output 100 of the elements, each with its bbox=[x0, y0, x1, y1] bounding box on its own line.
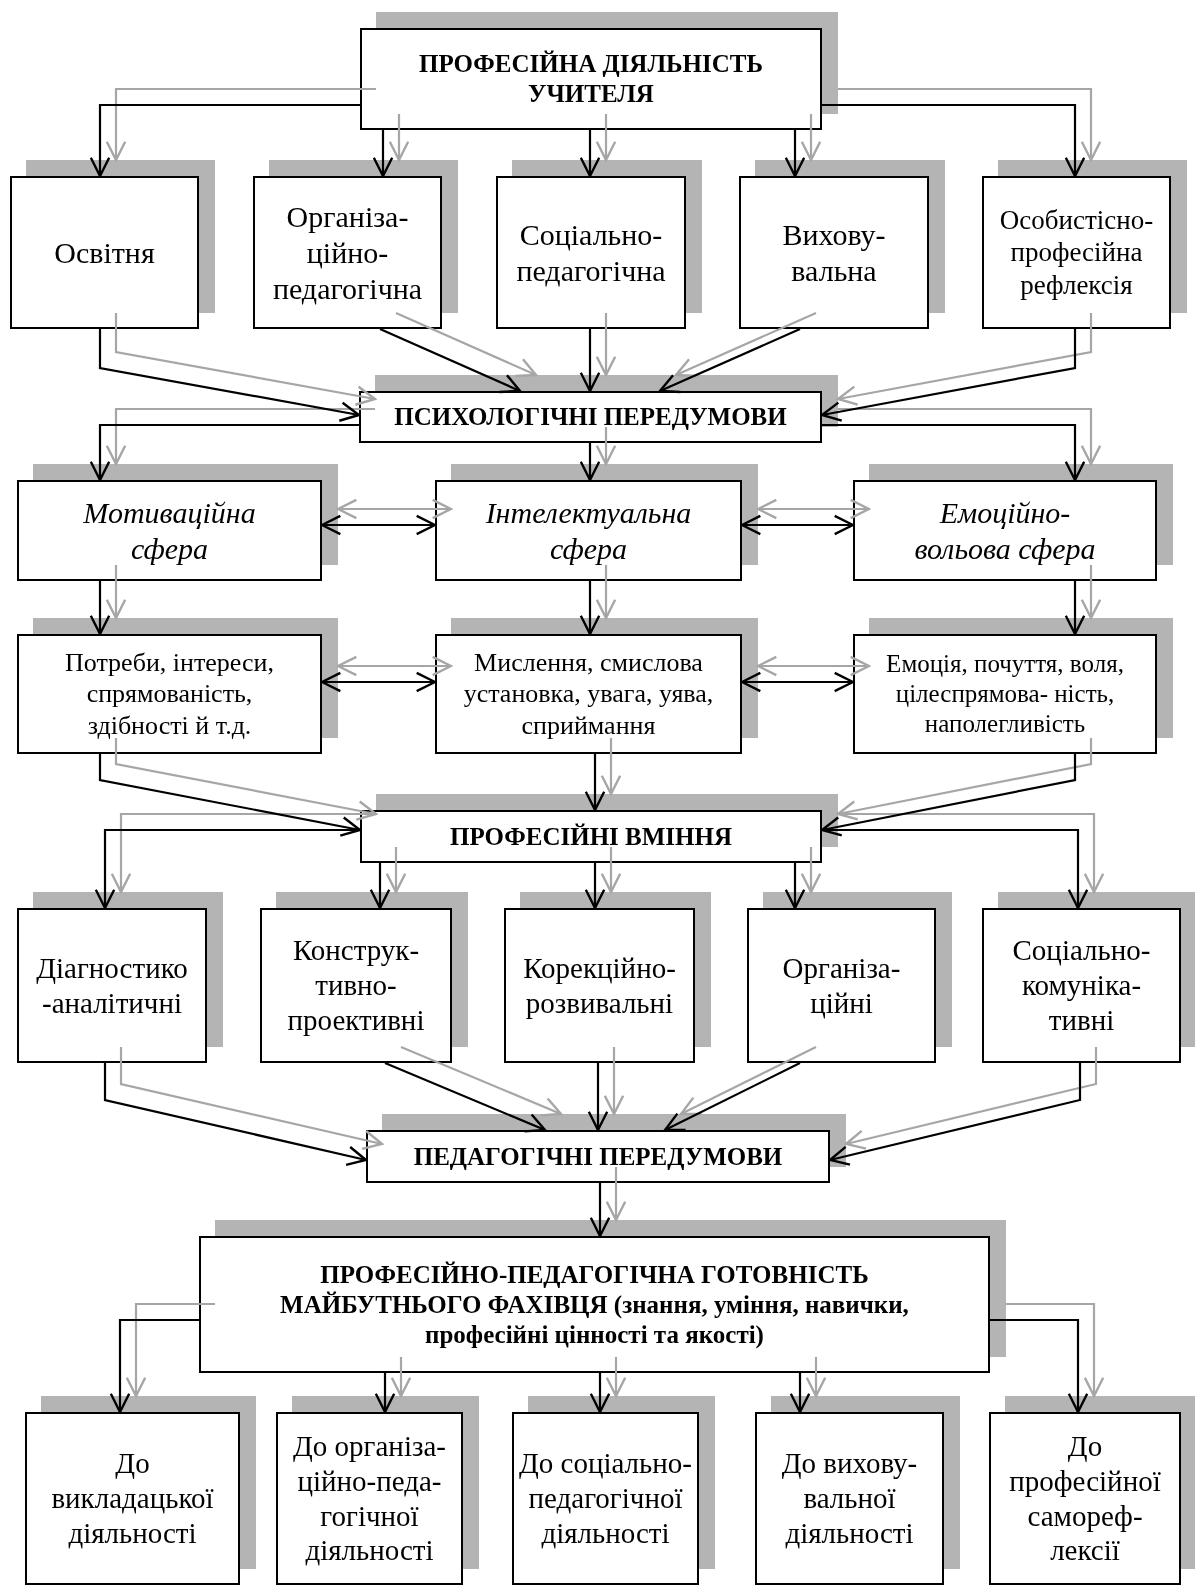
process-box bbox=[260, 908, 452, 1063]
process-box bbox=[739, 176, 929, 329]
arrow bbox=[820, 754, 1077, 837]
arrow bbox=[740, 514, 855, 536]
box-label: Соціально- комуніка- тивні bbox=[1011, 933, 1152, 1038]
box-label: ПРОФЕСІЙНА ДІЯЛЬНІСТЬ УЧИТЕЛЯ bbox=[418, 49, 764, 109]
process-box bbox=[360, 810, 822, 863]
arrow bbox=[784, 863, 806, 910]
arrow bbox=[103, 1063, 368, 1166]
arrow bbox=[595, 427, 617, 466]
arrow bbox=[579, 130, 601, 178]
box-label: Мислення, смислова установка, увага, уява, сприймання bbox=[462, 647, 715, 741]
arrow bbox=[98, 329, 361, 422]
process-box bbox=[435, 480, 742, 581]
arrow bbox=[820, 329, 1077, 422]
box-label: Конструк- тивно- проективні bbox=[286, 933, 426, 1038]
arrow bbox=[805, 1357, 827, 1398]
arrow bbox=[822, 423, 1086, 482]
arrow bbox=[89, 103, 360, 178]
arrow bbox=[105, 87, 376, 162]
arrow bbox=[595, 313, 617, 377]
arrow bbox=[109, 1318, 199, 1414]
box-label: Емоція, почуття, воля, цілеспрямова- ність, наполегливість bbox=[885, 649, 1125, 739]
arrow bbox=[1080, 565, 1102, 620]
box-label: Організа- ційні bbox=[781, 950, 902, 1021]
arrow bbox=[579, 329, 601, 393]
arrow bbox=[838, 87, 1102, 162]
arrow bbox=[388, 114, 410, 162]
box-label: Мотиваційна сфера bbox=[82, 494, 257, 567]
arrow bbox=[579, 443, 601, 482]
arrow bbox=[605, 1167, 627, 1222]
box-label: До соціально- педагогічної діяльності bbox=[518, 1446, 693, 1551]
arrow bbox=[584, 863, 606, 910]
process-box bbox=[17, 480, 322, 581]
arrow bbox=[740, 671, 855, 693]
arrow bbox=[1064, 581, 1086, 636]
arrow bbox=[400, 1046, 563, 1117]
arrow bbox=[579, 581, 601, 636]
arrow bbox=[114, 313, 377, 406]
process-box bbox=[496, 176, 686, 329]
arrow bbox=[828, 1063, 1082, 1166]
process-box bbox=[276, 1412, 463, 1585]
arrow bbox=[756, 655, 871, 677]
arrow bbox=[658, 328, 801, 394]
arrow bbox=[838, 407, 1102, 466]
arrow bbox=[384, 1062, 547, 1133]
arrow bbox=[379, 328, 522, 394]
process-box bbox=[989, 1412, 1181, 1585]
arrow bbox=[836, 313, 1093, 406]
arrow bbox=[679, 1046, 817, 1116]
arrow bbox=[89, 581, 111, 636]
box-label: До професійної самореф- лексії bbox=[1008, 1428, 1162, 1569]
arrow bbox=[374, 1373, 396, 1414]
arrow bbox=[836, 738, 1093, 821]
arrow bbox=[320, 671, 437, 693]
arrow bbox=[603, 1047, 625, 1116]
process-box bbox=[755, 1412, 944, 1585]
process-box bbox=[359, 391, 822, 443]
process-box bbox=[10, 176, 199, 329]
arrow bbox=[800, 847, 822, 894]
box-label: До організа- ційно-педа- гогічної діяльності bbox=[292, 1428, 447, 1569]
arrow bbox=[822, 103, 1086, 178]
process-box bbox=[504, 908, 695, 1063]
arrow bbox=[320, 514, 437, 536]
arrow bbox=[395, 312, 538, 378]
arrow bbox=[800, 114, 822, 162]
arrow bbox=[595, 565, 617, 620]
arrow bbox=[336, 498, 453, 520]
process-box bbox=[253, 176, 442, 329]
arrow bbox=[89, 423, 359, 482]
arrow bbox=[1006, 1302, 1105, 1398]
box-label: ПЕДАГОГІЧНІ ПЕРЕДУМОВИ bbox=[413, 1141, 783, 1172]
box-label: ПСИХОЛОГІЧНІ ПЕРЕДУМОВИ bbox=[394, 402, 787, 432]
arrow bbox=[844, 1047, 1098, 1150]
arrow bbox=[663, 1062, 801, 1132]
process-box bbox=[25, 1412, 240, 1585]
arrow bbox=[390, 1357, 412, 1398]
arrow bbox=[756, 498, 871, 520]
process-box bbox=[853, 634, 1157, 754]
box-label: Діагностико -аналітичні bbox=[35, 950, 189, 1021]
box-label: До викладацької діяльності bbox=[50, 1446, 215, 1551]
process-box bbox=[982, 908, 1181, 1063]
arrow bbox=[119, 1047, 384, 1150]
process-box bbox=[199, 1236, 990, 1373]
arrow bbox=[114, 738, 378, 821]
arrow bbox=[98, 754, 362, 837]
box-label: Освітня bbox=[54, 234, 155, 271]
box-label: Інтелектуальна сфера bbox=[485, 494, 692, 567]
arrow bbox=[600, 738, 622, 796]
arrow bbox=[674, 312, 817, 378]
arrow bbox=[584, 754, 606, 812]
box-label: Особистісно- професійна рефлексія bbox=[998, 203, 1155, 302]
box-label: Вихову- вальна bbox=[781, 216, 887, 289]
box-label: ПРОФЕСІЙНІ ВМІННЯ bbox=[449, 821, 733, 852]
process-box bbox=[366, 1130, 830, 1183]
box-label: Соціально- педагогічна bbox=[515, 216, 667, 289]
arrow bbox=[336, 655, 453, 677]
arrow bbox=[990, 1318, 1089, 1414]
process-box bbox=[747, 908, 936, 1063]
process-box bbox=[512, 1412, 699, 1585]
